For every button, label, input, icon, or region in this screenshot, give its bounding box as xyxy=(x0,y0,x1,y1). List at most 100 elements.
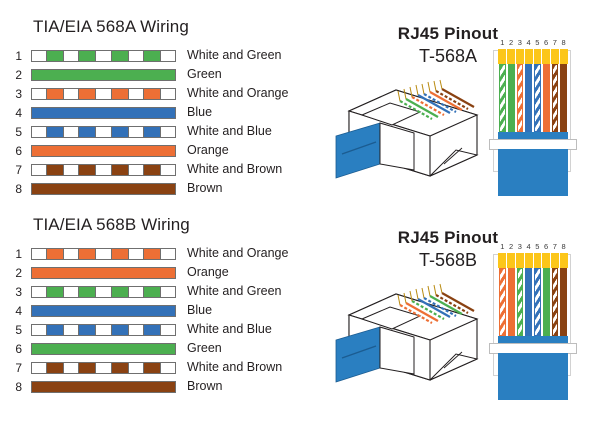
wire-bar-segment xyxy=(110,164,129,175)
wire-core-solid xyxy=(525,268,532,336)
wire-color-label: Green xyxy=(187,67,222,82)
wire-bar-segment xyxy=(32,381,175,392)
cable-body-a xyxy=(498,149,568,196)
wire-bar-segment xyxy=(32,362,47,373)
wire-core-striped xyxy=(551,64,559,132)
wire-color-label: Brown xyxy=(187,379,223,394)
wire-bar-segment xyxy=(78,286,97,297)
wire-bar-solid xyxy=(31,182,176,195)
wire-color-label: White and Green xyxy=(187,48,282,63)
wire-color-label: Blue xyxy=(187,105,213,120)
wire-bar-segment xyxy=(110,50,129,61)
pinout-subtitle-568b: T-568B xyxy=(418,250,478,270)
wire-column xyxy=(551,268,560,336)
wire-bar-segment xyxy=(160,362,175,373)
wire-bar-segment xyxy=(46,50,65,61)
gold-contact xyxy=(524,253,534,268)
gold-contact xyxy=(506,253,516,268)
gold-contact xyxy=(498,49,507,64)
wire-pin-number: 3 xyxy=(15,86,22,101)
wire-bar-segment xyxy=(64,88,79,99)
wire-core-solid xyxy=(542,268,550,336)
wire-pin-number: 7 xyxy=(15,162,22,177)
pinout-subtitle-568a: T-568A xyxy=(418,46,478,66)
wire-color-label: Orange xyxy=(187,143,229,158)
wire-column xyxy=(551,64,560,132)
wire-bar-segment xyxy=(128,50,143,61)
wire-bar-striped xyxy=(31,87,176,100)
wire-bar-segment xyxy=(32,164,47,175)
gold-contact xyxy=(542,49,552,64)
wire-bar-segment xyxy=(128,164,143,175)
wire-bar-segment xyxy=(32,50,47,61)
wire-columns-a xyxy=(498,64,568,132)
wire-pin-number: 2 xyxy=(15,265,22,280)
wire-color-label: White and Green xyxy=(187,284,282,299)
pin-number: 7 xyxy=(552,38,557,47)
wire-pin-number: 8 xyxy=(15,181,22,196)
gold-contact xyxy=(515,253,525,268)
wire-bar-segment xyxy=(96,286,111,297)
gold-contact xyxy=(551,253,561,268)
wire-bar-segment xyxy=(32,126,47,137)
pin-number: 1 xyxy=(500,38,505,47)
wire-core-striped xyxy=(516,268,524,336)
wire-bar-solid xyxy=(31,342,176,355)
wire-color-label: Green xyxy=(187,341,222,356)
wire-bar-segment xyxy=(46,286,65,297)
pin-number: 5 xyxy=(535,38,540,47)
wire-core-striped xyxy=(551,268,559,336)
wire-bar-striped xyxy=(31,361,176,374)
wire-color-label: White and Brown xyxy=(187,360,283,375)
wire-pin-number: 5 xyxy=(15,322,22,337)
gold-contacts-a xyxy=(498,49,568,64)
wire-bar-segment xyxy=(160,88,175,99)
wire-bar-segment xyxy=(160,286,175,297)
wire-bar-segment xyxy=(32,69,175,80)
wire-column xyxy=(542,64,551,132)
wire-bar-segment xyxy=(32,88,47,99)
wire-bar-segment xyxy=(78,88,97,99)
wire-pin-number: 5 xyxy=(15,124,22,139)
wire-bar-segment xyxy=(96,248,111,259)
wiring-title-568b: TIA/EIA 568B Wiring xyxy=(33,215,190,234)
pin-number: 6 xyxy=(544,242,549,251)
wire-bar-segment xyxy=(32,248,47,259)
wire-bar-segment xyxy=(64,126,79,137)
pin-number: 8 xyxy=(561,242,566,251)
wire-bar-segment xyxy=(142,286,161,297)
wire-bar-segment xyxy=(32,183,175,194)
wire-core-solid xyxy=(507,64,515,132)
wire-bar-segment xyxy=(78,248,97,259)
wire-bar-segment xyxy=(96,324,111,335)
wire-core-striped xyxy=(499,64,506,132)
wire-bar-solid xyxy=(31,380,176,393)
gold-contact xyxy=(533,253,543,268)
pin-number: 3 xyxy=(517,242,522,251)
gold-contact xyxy=(506,49,516,64)
wire-bar-segment xyxy=(32,267,175,278)
wire-bar-segment xyxy=(160,164,175,175)
wire-bar-segment xyxy=(110,88,129,99)
wire-column xyxy=(559,64,568,132)
pin-number: 4 xyxy=(526,242,531,251)
wire-bar-segment xyxy=(142,88,161,99)
wire-core-striped xyxy=(516,64,524,132)
wire-bar-segment xyxy=(64,50,79,61)
wire-bar-segment xyxy=(64,164,79,175)
wire-bar-segment xyxy=(160,126,175,137)
wire-bar-segment xyxy=(96,126,111,137)
wire-bar-segment xyxy=(64,248,79,259)
pin-number: 1 xyxy=(500,242,505,251)
wire-bar-segment xyxy=(46,126,65,137)
